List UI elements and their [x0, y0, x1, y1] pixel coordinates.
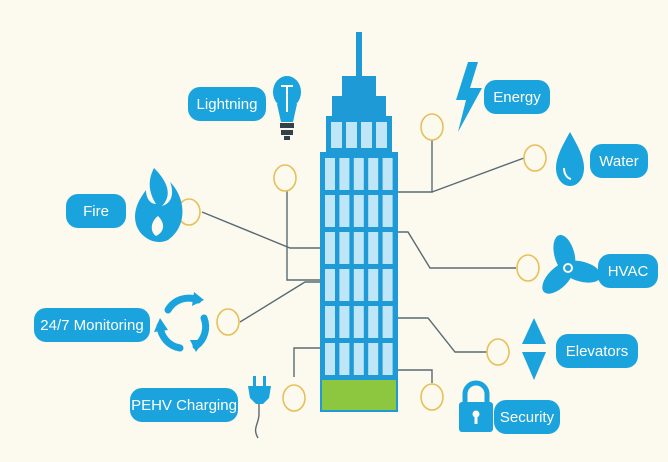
building-window	[382, 269, 393, 301]
building-base	[322, 380, 396, 410]
building-window	[353, 343, 364, 375]
building-crown	[342, 76, 376, 98]
building-window	[325, 306, 335, 338]
label-elevators: Elevators	[556, 334, 638, 368]
building-window	[382, 343, 393, 375]
node-lightning	[273, 164, 297, 192]
building-window	[339, 306, 350, 338]
building-window	[339, 343, 350, 375]
padlock-icon	[459, 380, 493, 432]
connector-charging	[293, 347, 320, 377]
label-water: Water	[590, 144, 648, 178]
building-window	[368, 158, 379, 190]
building	[320, 32, 398, 412]
connector-water	[431, 157, 525, 193]
connector-energy	[398, 140, 433, 193]
label-energy: Energy	[484, 80, 550, 114]
building-antenna	[356, 32, 362, 80]
connector-elevators	[398, 317, 487, 353]
building-window	[368, 306, 379, 338]
node-water	[523, 144, 547, 172]
fan-icon	[542, 234, 602, 294]
building-window	[346, 122, 357, 148]
label-fire: Fire	[66, 194, 126, 228]
label-security: Security	[494, 400, 560, 434]
building-window	[325, 158, 335, 190]
connector-fire	[201, 211, 320, 249]
building-window	[353, 232, 364, 264]
water-drop-icon	[556, 132, 584, 186]
building-window	[353, 306, 364, 338]
node-energy	[420, 113, 444, 141]
building-window	[331, 122, 342, 148]
building-window	[368, 269, 379, 301]
node-hvac	[516, 254, 540, 282]
building-window	[382, 306, 393, 338]
connector-lightning	[286, 180, 320, 281]
building-window	[339, 158, 350, 190]
connector-security	[398, 369, 433, 383]
building-window	[339, 195, 350, 227]
building-window	[325, 232, 335, 264]
building-window	[368, 343, 379, 375]
recycle-arrows-icon	[154, 292, 210, 352]
node-security	[420, 383, 444, 411]
node-elevators	[486, 338, 510, 366]
building-window	[325, 343, 335, 375]
connector-lines	[201, 140, 525, 383]
building-window	[353, 158, 364, 190]
up-down-arrows-icon	[522, 318, 546, 380]
building-window	[339, 232, 350, 264]
connector-nodes	[177, 113, 547, 412]
connector-monitoring	[239, 281, 320, 323]
building-window	[353, 195, 364, 227]
label-monitoring: 24/7 Monitoring	[34, 308, 150, 342]
plug-icon	[248, 376, 271, 439]
building-window	[368, 232, 379, 264]
label-lightning: Lightning	[188, 87, 266, 121]
building-upper-tier	[332, 96, 386, 118]
building-windows	[325, 122, 393, 375]
connector-hvac	[398, 231, 516, 269]
label-charging: PEHV Charging	[130, 388, 238, 422]
light-bulb-icon	[273, 76, 301, 140]
building-window	[368, 195, 379, 227]
building-window	[325, 195, 335, 227]
lightning-bolt-icon	[456, 62, 482, 132]
building-window	[382, 232, 393, 264]
node-charging	[282, 384, 306, 412]
label-hvac: HVAC	[598, 254, 658, 288]
building-window	[361, 122, 372, 148]
building-window	[376, 122, 387, 148]
building-window	[382, 195, 393, 227]
flame-icon	[135, 168, 183, 243]
building-window	[353, 269, 364, 301]
building-window	[382, 158, 393, 190]
building-window	[325, 269, 335, 301]
building-window	[339, 269, 350, 301]
node-monitoring	[216, 308, 240, 336]
